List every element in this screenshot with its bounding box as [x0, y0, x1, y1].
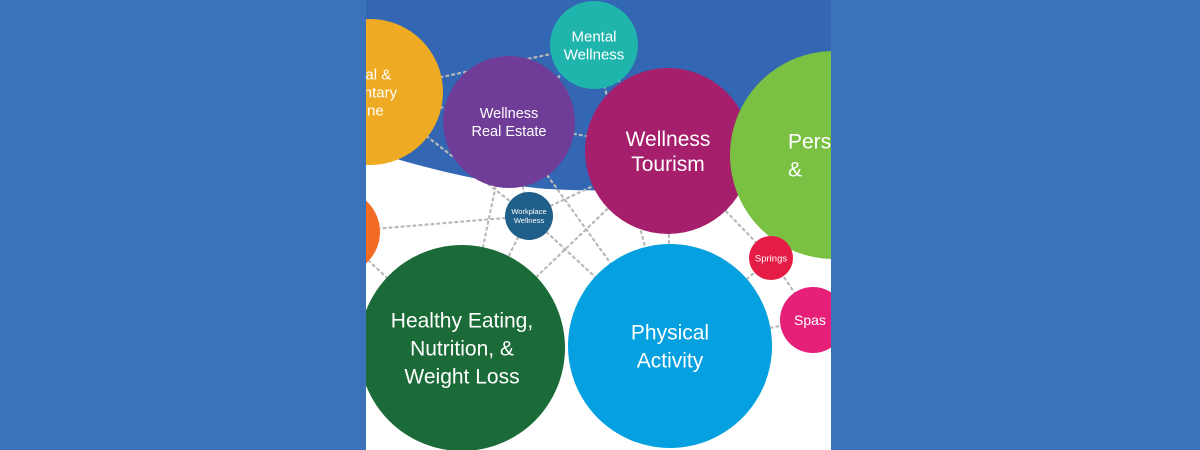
wellness-real-estate-label-line: Real Estate: [472, 124, 547, 140]
wellness-tourism-label-line: Tourism: [631, 153, 705, 176]
wellness-diagram-panel: onal &mentarycineMentalWellnessWellnessR…: [366, 0, 831, 450]
wellness-real-estate-circle: [443, 56, 575, 188]
personal-care-label-line: Pers: [788, 130, 831, 153]
spas-circle: [780, 287, 831, 353]
mental-wellness-label-line: Mental: [571, 28, 616, 45]
traditional-complementary-medicine-circle: [366, 19, 443, 165]
traditional-complementary-medicine-label-line: mentary: [366, 84, 398, 101]
physical-activity-label-line: Physical: [631, 321, 709, 344]
workplace-wellness-circle: [505, 192, 553, 240]
springs-label-line: Springs: [755, 253, 787, 264]
wellness-tourism-label-line: Wellness: [626, 128, 711, 151]
healthy-eating-label-line: Nutrition, &: [410, 337, 514, 360]
physical-activity-circle: [568, 244, 772, 448]
traditional-complementary-medicine-label-line: onal &: [366, 66, 391, 83]
bubble-personal-care: Pers &: [730, 51, 831, 259]
workplace-wellness-label-line: Wellness: [514, 216, 545, 225]
healthy-eating-label-line: Healthy Eating,: [391, 309, 533, 332]
physical-activity-label-line: Activity: [637, 349, 704, 372]
mental-wellness-circle: [550, 1, 638, 89]
connector-workplace-wellness-orange-edge: [366, 214, 531, 231]
bubble-spas: Spas: [780, 287, 831, 353]
mental-wellness-label-line: Wellness: [564, 46, 625, 63]
spas-label-line: Spas: [794, 312, 826, 328]
wellness-tourism-circle: [585, 68, 751, 234]
personal-care-label-line: &: [788, 158, 802, 181]
bubble-traditional-complementary-medicine: onal &mentarycine: [366, 19, 443, 165]
healthy-eating-circle: [366, 245, 565, 450]
orange-edge-circle: [366, 200, 380, 264]
bubble-springs: Springs: [749, 236, 793, 280]
workplace-wellness-label-line: Workplace: [511, 207, 546, 216]
connector-traditional-complementary-medicine-workplace-wellness: [368, 90, 531, 218]
wellness-bubble-diagram: onal &mentarycineMentalWellnessWellnessR…: [366, 0, 831, 450]
bubble-group: onal &mentarycineMentalWellnessWellnessR…: [366, 1, 831, 450]
wellness-real-estate-label-line: Wellness: [480, 106, 539, 122]
bubble-healthy-eating: Healthy Eating, Nutrition, & Weight Loss: [366, 245, 565, 450]
bubble-orange-edge: [366, 200, 380, 264]
healthy-eating-label-line: Weight Loss: [404, 365, 519, 388]
personal-care-circle: [730, 51, 831, 259]
springs-circle: [749, 236, 793, 280]
traditional-complementary-medicine-label-line: cine: [366, 102, 384, 119]
